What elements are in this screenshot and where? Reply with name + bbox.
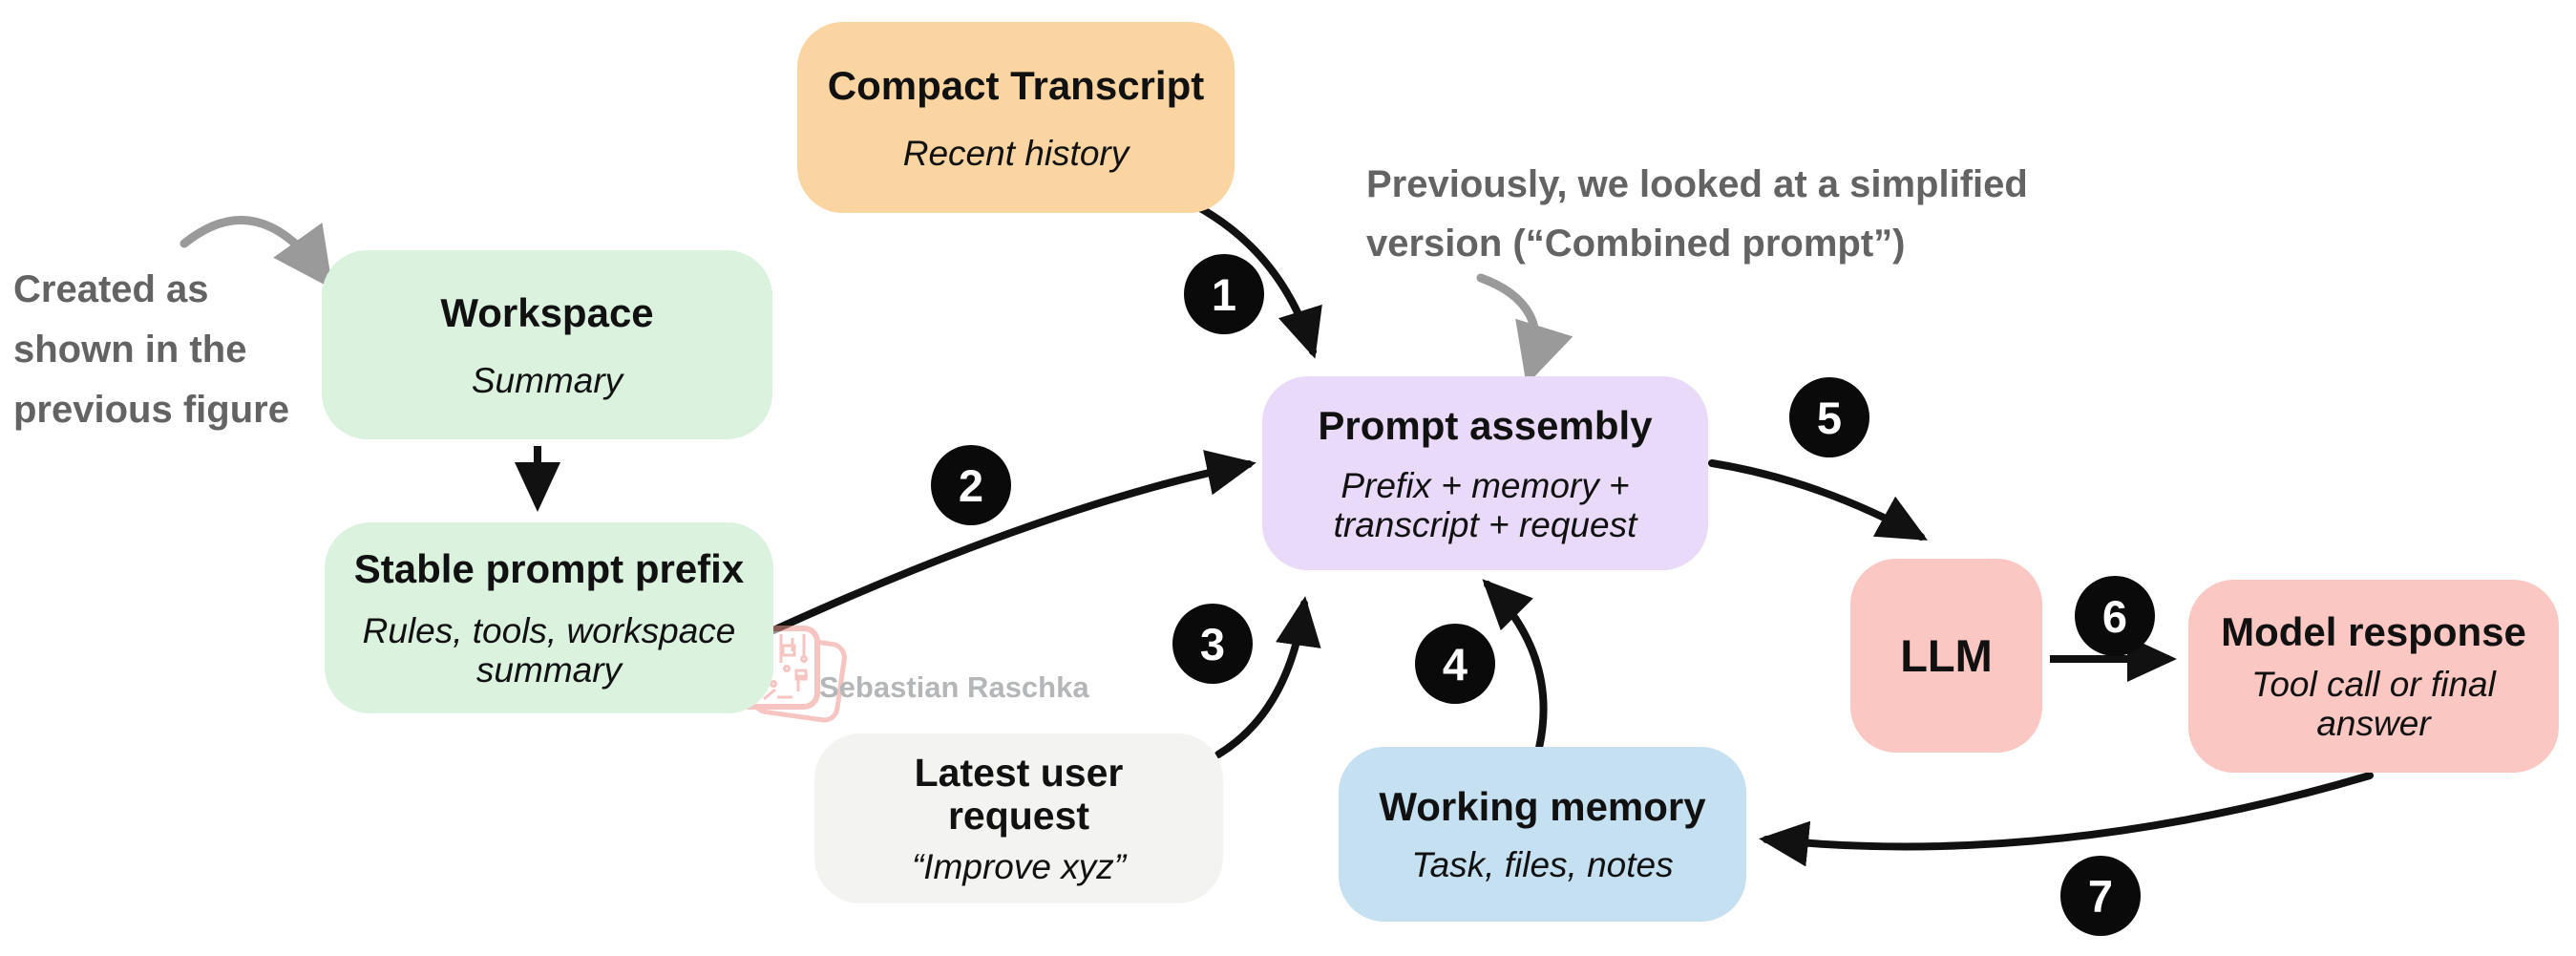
- node-latest-user-request: Latest user request “Improve xyz”: [814, 733, 1223, 903]
- annotation-created-as: Created as shown in the previous figure: [13, 268, 289, 431]
- gray-arrow-to-workspace: [179, 216, 333, 289]
- node-title: Working memory: [1379, 784, 1706, 829]
- node-title: Latest user request: [914, 750, 1124, 838]
- arrow-step4: [1482, 579, 1548, 752]
- arrow-step3: [1214, 596, 1321, 758]
- step-badge-1: 1: [1184, 254, 1264, 334]
- node-subtitle: Task, files, notes: [1411, 845, 1674, 884]
- node-subtitle: Rules, tools, workspace summary: [362, 611, 736, 690]
- node-stable-prompt-prefix: Stable prompt prefix Rules, tools, works…: [325, 522, 773, 713]
- watermark-author-name: Sebastian Raschka: [819, 670, 1089, 704]
- step-badge-2: 2: [931, 445, 1011, 525]
- arrow-step2: [770, 450, 1256, 634]
- gray-arrow-to-prompt-assembly: [1476, 273, 1573, 386]
- annotation-previously: Previously, we looked at a simplified ve…: [1366, 163, 2028, 265]
- node-compact-transcript: Compact Transcript Recent history: [797, 22, 1235, 213]
- arrow-step5: [1708, 459, 1929, 541]
- step-badge-3: 3: [1172, 604, 1253, 684]
- step-badge-5: 5: [1789, 377, 1869, 457]
- node-subtitle: Recent history: [902, 133, 1130, 173]
- node-subtitle: Summary: [471, 360, 623, 400]
- node-title: Compact Transcript: [827, 62, 1205, 108]
- step-badge-7: 7: [2060, 856, 2141, 936]
- node-title: Prompt assembly: [1318, 402, 1653, 448]
- node-title: Workspace: [440, 289, 654, 335]
- step-badge-4: 4: [1415, 624, 1495, 704]
- arrow-step1: [1188, 200, 1322, 359]
- node-subtitle: Prefix + memory + transcript + request: [1333, 465, 1637, 544]
- node-title: LLM: [1900, 629, 1993, 681]
- node-prompt-assembly: Prompt assembly Prefix + memory + transc…: [1262, 376, 1708, 570]
- node-llm: LLM: [1850, 559, 2042, 753]
- node-subtitle: “Improve xyz”: [911, 846, 1127, 886]
- node-title: Model response: [2221, 609, 2526, 654]
- node-working-memory: Working memory Task, files, notes: [1339, 747, 1746, 922]
- step-badge-6: 6: [2075, 576, 2155, 656]
- arrow-step7: [1759, 772, 2374, 867]
- node-workspace: Workspace Summary: [322, 250, 772, 439]
- node-subtitle: Tool call or final answer: [2251, 665, 2496, 743]
- node-title: Stable prompt prefix: [353, 546, 745, 591]
- node-model-response: Model response Tool call or final answer: [2188, 580, 2559, 773]
